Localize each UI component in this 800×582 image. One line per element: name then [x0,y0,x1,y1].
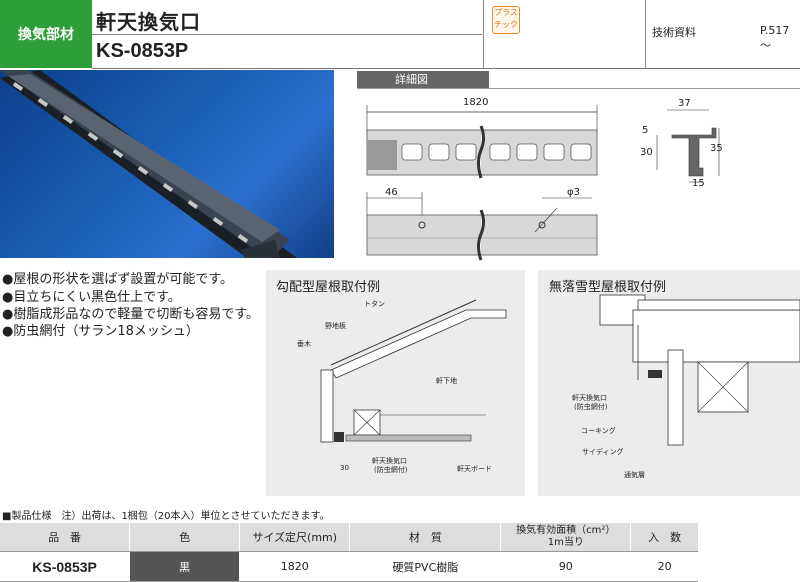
label-board: 軒天ボード [457,465,492,473]
label-product-sub: (防虫網付) [374,466,408,474]
product-code: KS-0853P [96,40,189,62]
col-color: 色 [129,523,240,552]
product-photo [0,70,334,258]
vent-product-image [0,70,298,258]
dim-length: 1820 [463,97,489,108]
example-panel-flat [538,270,800,496]
flat-roof-diagram [599,294,800,446]
spec-table: 品 番 色 サイズ定尺(mm) 材 質 換気有効面積（cm²） 1m当り 入 数… [0,523,698,582]
tech-doc-page-link[interactable]: P.517～ [760,24,790,52]
feature-item: ●屋根の形状を選ばず設置が可能です。 [2,272,234,287]
sloped-roof-diagram [320,299,507,443]
cell-area: 90 [500,551,631,582]
badge-line: プラス [494,8,518,17]
cell-size: 1820 [238,551,350,582]
col-area-label: 換気有効面積（cm²） [516,525,616,536]
spec-note: ■製品仕様 注）出荷は、1梱包（20本入）単位とさせていただきます。 [2,511,330,522]
detail-divider [357,88,800,89]
col-code: 品 番 [0,523,130,552]
label-product: 軒天換気口 [572,394,607,402]
label-caulking: コーキング [581,427,616,435]
header-separator [645,0,646,68]
dim-height2: 35 [710,143,723,154]
col-area-unit: 1m当り [547,537,584,548]
badge-line: チック [494,20,518,29]
cell-qty: 20 [630,551,698,582]
page-title: 軒天換気口 [96,10,201,34]
feature-item: ●樹脂成形品なので軽量で切断も容易です。 [2,307,260,322]
col-material: 材 質 [349,523,501,552]
cell-material: 硬質PVC樹脂 [349,551,501,582]
dim-hole: φ3 [567,187,580,198]
dim-bottom: 15 [692,178,705,189]
label-nojiita: 野地板 [325,322,346,330]
table-header-row: 品 番 色 サイズ定尺(mm) 材 質 換気有効面積（cm²） 1m当り 入 数 [0,523,698,552]
example2-title: 無落雪型屋根取付例 [549,280,667,295]
dim-height1: 30 [640,147,653,158]
label-dim-30: 30 [340,464,349,472]
cell-color: 黒 [129,551,240,582]
detail-drawing [366,105,720,261]
header-divider [92,34,482,35]
category-label: 換気部材 [0,0,92,68]
dim-top: 5 [642,125,649,136]
cell-code: KS-0853P [0,551,130,582]
detail-tab: 詳細図 [357,71,489,88]
table-row: KS-0853P 黒 1820 硬質PVC樹脂 90 20 [0,551,698,582]
header-separator [483,0,484,68]
col-area: 換気有効面積（cm²） 1m当り [500,523,631,552]
label-siding: サイディング [582,448,624,456]
label-vent-layer: 通気層 [624,471,645,479]
label-taruki: 垂木 [297,340,311,348]
feature-item: ●目立ちにくい黒色仕上です。 [2,290,181,305]
label-product: 軒天換気口 [372,457,407,465]
label-nokishitaji: 軒下地 [436,377,457,385]
label-tatan: トタン [364,300,385,308]
feature-item: ●防虫網付（サラン18メッシュ） [2,324,199,339]
tech-doc-label: 技術資料 [652,26,696,39]
example1-title: 勾配型屋根取付例 [276,280,381,295]
header-frame [92,0,800,69]
dim-width: 37 [678,98,691,109]
example-panel-sloped [266,270,525,496]
col-qty: 入 数 [630,523,698,552]
col-size: サイズ定尺(mm) [238,523,350,552]
dim-pitch: 46 [385,187,398,198]
label-product-sub: (防虫網付) [574,403,608,411]
plastic-badge: プラス チック [492,6,520,34]
